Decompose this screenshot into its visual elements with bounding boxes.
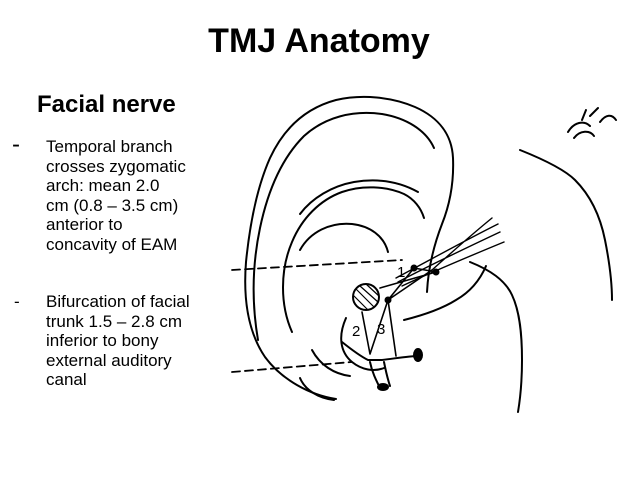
nerve-cut-end [377, 383, 389, 391]
ear-nerve-diagram: 1 2 3 [231, 95, 617, 413]
ear-antihelix-crus [299, 179, 419, 215]
ear-helix-inner-rim [252, 111, 435, 341]
mandibular-condyle [352, 283, 380, 311]
bullet-line: canal [46, 370, 87, 390]
dashed-reference-line-canal [231, 361, 353, 373]
label-3: 3 [377, 321, 385, 338]
bullet-line: arch: mean 2.0 [46, 176, 160, 196]
measurement-lines [361, 267, 437, 357]
bullet-line: Temporal branch [46, 137, 173, 156]
junction-dot [410, 264, 418, 272]
bullet-bifurcation: - Bifurcation of facial trunk 1.5 – 2.8 … [12, 292, 227, 390]
bullet-line: cm (0.8 – 3.5 cm) [46, 195, 179, 215]
bullet-line: Bifurcation of facial [46, 292, 190, 311]
ear-helix-outline [244, 95, 455, 400]
bullet-line: external auditory [46, 350, 172, 370]
junction-dot [384, 296, 392, 304]
condyle-hatching [353, 283, 380, 311]
bullet-line: anterior to [46, 215, 123, 235]
hair-texture [567, 107, 617, 139]
face-contour [519, 149, 613, 301]
bullet-temporal-branch: - Temporal branch crosses zygomatic arch… [12, 131, 227, 255]
bullet-line: inferior to bony [46, 331, 159, 351]
trunk-cut-end [413, 348, 423, 362]
bullet-text: Temporal branch crosses zygomatic arch: … [46, 137, 227, 255]
ear-lobule [299, 377, 335, 401]
bullet-text: Bifurcation of facial trunk 1.5 – 2.8 cm… [46, 292, 227, 390]
ear-antitragus [311, 349, 351, 377]
bullet-marker: - [14, 292, 20, 311]
section-heading: Facial nerve [37, 91, 176, 118]
bullet-marker: - [12, 131, 20, 158]
slide-title: TMJ Anatomy [208, 22, 430, 60]
jaw-contour [469, 261, 523, 413]
junction-dot [432, 268, 440, 276]
facial-nerve-trunk [341, 341, 419, 361]
bullet-line: crosses zygomatic [46, 156, 186, 176]
bullet-line: concavity of EAM [46, 234, 178, 254]
ear-concha [299, 222, 389, 253]
dashed-reference-line-eam [231, 259, 403, 271]
label-2: 2 [352, 323, 360, 340]
neck-contour [403, 265, 487, 321]
bullet-line: trunk 1.5 – 2.8 cm [46, 311, 183, 331]
temporal-branch-nerves [395, 217, 505, 287]
ear-antihelix [282, 186, 425, 333]
label-1: 1 [397, 264, 405, 281]
